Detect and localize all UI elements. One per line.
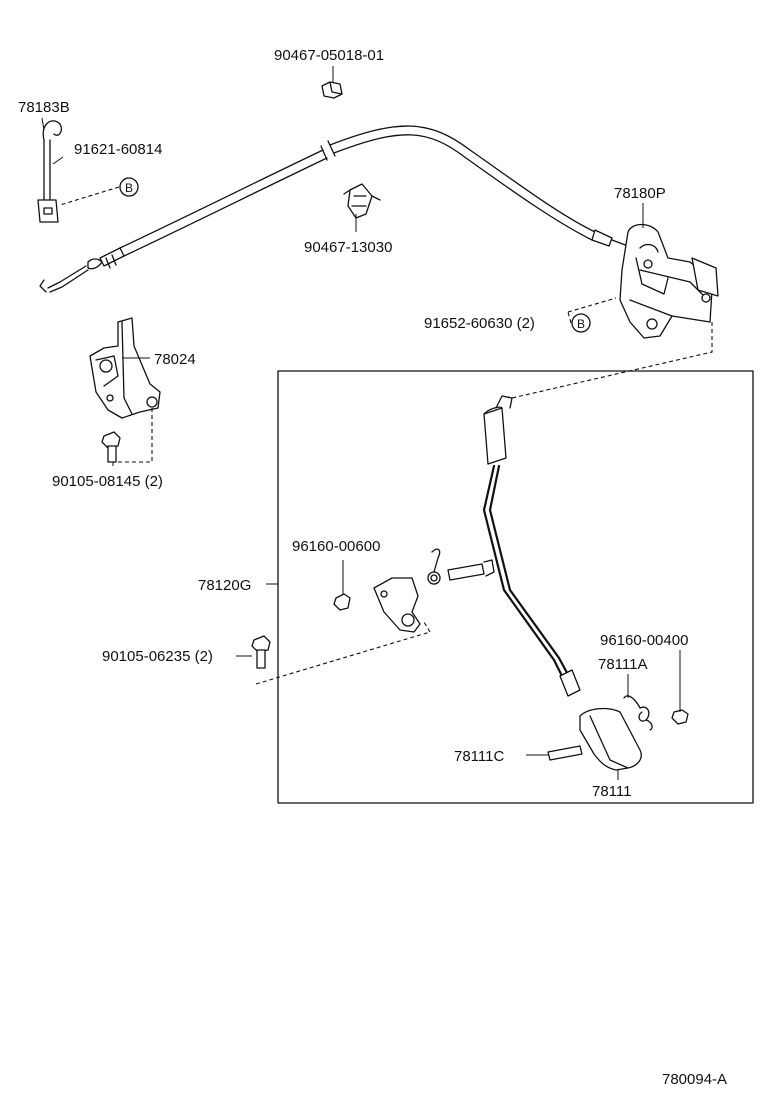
label-91652-60630: 91652-60630 (2) — [424, 315, 535, 332]
accelerator-cable — [39, 125, 629, 293]
nut-icon — [671, 709, 689, 725]
label-78111c: 78111C — [454, 748, 504, 765]
cable-bracket-icon — [619, 223, 719, 339]
label-90467-13030: 90467-13030 — [304, 239, 392, 256]
label-91621-60814: 91621-60814 — [74, 141, 162, 158]
part-labels: 90467-05018-01 78183B 91621-60814 78180P… — [18, 47, 688, 800]
nut-icon — [333, 593, 351, 611]
spring-icon — [623, 695, 653, 731]
label-96160-00600: 96160-00600 — [292, 538, 380, 555]
label-90467-05018-01: 90467-05018-01 — [274, 47, 384, 64]
bolt-icon — [251, 635, 271, 669]
label-78111a: 78111A — [598, 656, 648, 673]
pedal-lever-icon — [373, 577, 421, 633]
label-90105-08145: 90105-08145 (2) — [52, 473, 163, 490]
label-78024: 78024 — [154, 351, 196, 368]
label-78120g: 78120G — [198, 577, 251, 594]
callout-b-circle — [571, 313, 591, 333]
pin-icon — [547, 745, 583, 761]
label-90105-06235: 90105-06235 (2) — [102, 648, 213, 665]
cable-clamp-icon — [343, 183, 381, 232]
label-96160-00400: 96160-00400 — [600, 632, 688, 649]
cable-nut-icon — [321, 81, 343, 99]
pedal-pad-icon — [579, 707, 642, 771]
cable-clip-icon — [37, 120, 62, 223]
pedal-bracket-icon — [89, 317, 161, 419]
spring-icon — [427, 548, 441, 585]
pedal-arm-icon — [447, 395, 581, 697]
pedal-assembly-frame — [277, 370, 754, 804]
callout-b-left: B — [125, 181, 133, 195]
label-78111: 78111 — [592, 783, 632, 800]
label-78180p: 78180P — [614, 185, 666, 202]
assembly-dashed-lines — [59, 186, 713, 685]
callout-b-circle — [119, 177, 139, 197]
diagram-code: 780094-A — [662, 1071, 727, 1088]
leader-lines — [41, 66, 681, 780]
callout-b-right: B — [577, 317, 585, 331]
label-78183b: 78183B — [18, 99, 70, 116]
bolt-icon — [101, 431, 121, 463]
